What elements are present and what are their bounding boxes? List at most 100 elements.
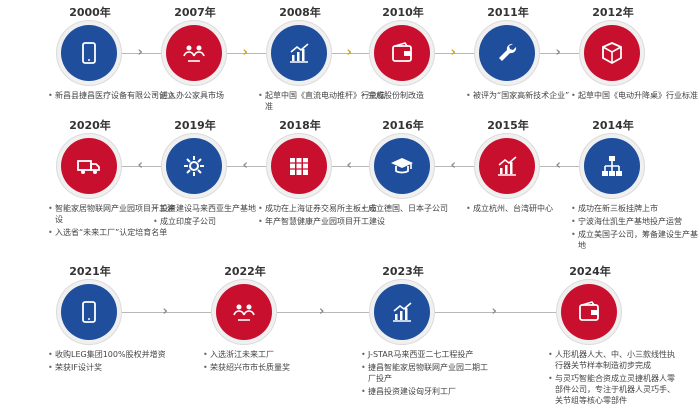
timeline-year: 2008年 <box>279 6 321 19</box>
timeline-year: 2024年 <box>569 265 611 278</box>
milestone-badge <box>584 138 640 194</box>
milestone-circle <box>474 133 540 199</box>
timeline-year: 2018年 <box>279 119 321 132</box>
milestone-circle <box>56 20 122 86</box>
books-icon <box>290 158 308 175</box>
milestone-item: 成功在上海证券交易所主板上市 <box>258 203 388 214</box>
wallet-icon <box>392 42 412 62</box>
milestone-item: 入选省“未来工厂”认定培育名单 <box>48 227 178 238</box>
milestone-circle <box>474 20 540 86</box>
milestone-description: 智能家居物联网产业园项目开工建设入选省“未来工厂”认定培育名单 <box>48 203 178 240</box>
milestone-circle <box>266 20 332 86</box>
graduation-icon <box>391 158 413 174</box>
milestone-badge <box>479 25 535 81</box>
timeline-year: 2000年 <box>69 6 111 19</box>
milestone-circle <box>266 133 332 199</box>
timeline-year: 2022年 <box>224 265 266 278</box>
chevron-icon: › <box>346 45 352 60</box>
milestone-item: 人形机器人大、中、小三款线性执行器关节样本制造初步完成 <box>548 349 678 371</box>
milestone-description: 进入办公家具市场 <box>153 90 283 103</box>
milestone-item: 宁波海仕凯生产基地投产运营 <box>571 216 700 227</box>
milestone-item: 进入办公家具市场 <box>153 90 283 101</box>
milestone-item: 收购LEG集团100%股权并增资 <box>48 349 178 360</box>
milestone-badge <box>271 138 327 194</box>
milestone-badge <box>166 25 222 81</box>
milestone-description: 收购LEG集团100%股权并增资荣获IF设计奖 <box>48 349 178 375</box>
connector-line <box>277 312 369 313</box>
milestone-badge <box>561 284 617 340</box>
chevron-icon: ‹ <box>242 158 248 173</box>
timeline-year: 2023年 <box>382 265 424 278</box>
milestone-circle <box>161 20 227 86</box>
milestone-circle <box>579 133 645 199</box>
milestone-description: 入选浙江未来工厂荣获绍兴市市长质量奖 <box>203 349 333 375</box>
connector-line <box>122 53 161 54</box>
wrench-icon <box>499 43 517 61</box>
milestone-item: 起草中国《电动升降桌》行业标准 <box>571 90 700 101</box>
milestone-badge <box>374 138 430 194</box>
chart-icon <box>290 43 309 63</box>
chevron-icon: ‹ <box>346 158 352 173</box>
milestone-item: 年产智慧健康产业园项目开工建设 <box>258 216 388 227</box>
chevron-icon: › <box>319 304 325 319</box>
milestone-circle <box>211 279 277 345</box>
connector-line <box>122 312 211 313</box>
timeline-year: 2014年 <box>592 119 634 132</box>
milestone-circle <box>556 279 622 345</box>
connector-line <box>435 312 556 313</box>
timeline-year: 2021年 <box>69 265 111 278</box>
box-icon <box>602 42 622 65</box>
milestone-item: 成立印度子公司 <box>153 216 283 227</box>
milestone-description: 成功在上海证券交易所主板上市年产智慧健康产业园项目开工建设 <box>258 203 388 229</box>
connector-line <box>227 53 266 54</box>
milestone-badge <box>216 284 272 340</box>
milestone-description: 人形机器人大、中、小三款线性执行器关节样本制造初步完成与灵巧智能合资成立灵捷机器… <box>548 349 678 408</box>
milestone-badge <box>584 25 640 81</box>
chevron-icon: ‹ <box>450 158 456 173</box>
timeline-year: 2007年 <box>174 6 216 19</box>
milestone-item: 荣获IF设计奖 <box>48 362 178 373</box>
milestone-badge <box>61 138 117 194</box>
milestone-circle <box>369 20 435 86</box>
truck-icon <box>77 160 100 174</box>
milestone-badge <box>61 25 117 81</box>
milestone-circle <box>369 279 435 345</box>
milestone-circle <box>579 20 645 86</box>
timeline-year: 2019年 <box>174 119 216 132</box>
timeline-year: 2012年 <box>592 6 634 19</box>
chevron-icon: › <box>162 304 168 319</box>
milestone-item: 完成股份制改造 <box>361 90 491 101</box>
timeline-year: 2016年 <box>382 119 424 132</box>
wallet-icon <box>579 301 599 321</box>
org-chart-icon <box>602 156 622 176</box>
milestone-item: 成立美国子公司，筹备建设生产基地 <box>571 229 700 251</box>
connector-line <box>332 166 369 167</box>
connector-line <box>122 166 161 167</box>
milestone-description: J-STAR马来西亚二七工程投产捷昌智能家居物联网产业园二期工厂投产捷昌投资建设… <box>361 349 491 399</box>
milestone-description: 被评为“国家高新技术企业” <box>466 90 596 103</box>
connector-line <box>227 166 266 167</box>
chevron-icon: ‹ <box>555 158 561 173</box>
milestone-badge <box>61 284 117 340</box>
milestone-item: 捷昌智能家居物联网产业园二期工厂投产 <box>361 362 491 384</box>
milestone-badge <box>166 138 222 194</box>
milestone-badge <box>374 25 430 81</box>
chevron-icon: › <box>555 45 561 60</box>
timeline-year: 2011年 <box>487 6 529 19</box>
milestone-item: 荣获绍兴市市长质量奖 <box>203 362 333 373</box>
milestone-description: 起草中国《电动升降桌》行业标准 <box>571 90 700 103</box>
milestone-item: J-STAR马来西亚二七工程投产 <box>361 349 491 360</box>
milestone-badge <box>374 284 430 340</box>
milestone-description: 成立杭州、台湾研中心 <box>466 203 596 216</box>
timeline-year: 2015年 <box>487 119 529 132</box>
chevron-icon: › <box>137 45 143 60</box>
milestone-item: 成立德国、日本子公司 <box>361 203 491 214</box>
milestone-item: 智能家居物联网产业园项目开工建设 <box>48 203 178 225</box>
milestone-item: 投资建设马来西亚生产基地 <box>153 203 283 214</box>
milestone-item: 成功在新三板挂牌上市 <box>571 203 700 214</box>
people-icon <box>233 304 255 321</box>
milestone-description: 成立德国、日本子公司 <box>361 203 491 216</box>
milestone-description: 新昌县捷昌医疗设备有限公司创立 <box>48 90 178 103</box>
people-icon <box>183 45 205 62</box>
milestone-badge <box>479 138 535 194</box>
